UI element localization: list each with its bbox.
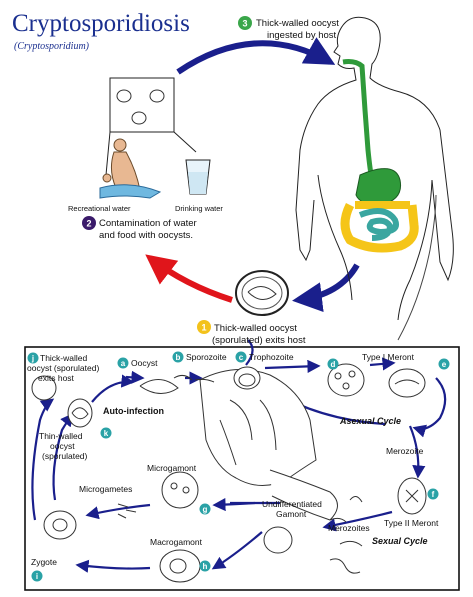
macrogamont-label: Macrogamont [150,537,203,547]
stage-d-badge [327,358,339,370]
stage-e-badge [438,358,450,370]
step-1-number: 1 [201,323,206,333]
merozoites-label: Merozoites [328,523,370,533]
asexual-cycle-label: Asexual Cycle [339,416,401,426]
cycle-arrows [31,194,447,573]
stage-sketches [31,363,427,583]
stage-j-letter: j [31,354,34,363]
step-3-number: 3 [242,19,247,29]
stage-a-label: Oocyst [131,358,158,368]
stage-b-letter: b [176,353,181,362]
stage-b-badge [172,351,184,363]
step-1-line2: (sporulated) exits host [212,335,306,346]
undifferentiated-line2: Gamont [276,509,307,519]
stage-g-letter: g [203,505,208,514]
stage-k-line1: Thin-walled [39,431,83,441]
stage-c-label: Trophozoite [249,352,294,362]
zygote-label: Zygote [31,557,57,567]
microgamont-label: Microgamont [147,463,197,473]
step-2-line1: Contamination of water [99,218,197,229]
water-scene [99,77,211,199]
page-title: Cryptosporidiosis [12,10,190,37]
thick-walled-oocyst [235,270,289,316]
stage-c-letter: c [239,353,244,362]
arrow-exits-host [292,263,360,313]
human-silhouette [295,16,454,321]
recreational-water-label: Recreational water [68,204,131,213]
step-2-badge [82,216,96,230]
stage-j-line3: exits host [38,373,75,383]
step-2-line2: and food with oocysts. [99,230,193,241]
stage-e-letter: e [442,360,447,369]
step-3-line2: ingested by host [267,30,337,41]
sexual-cycle-label: Sexual Cycle [372,536,428,546]
stage-f-badge [427,488,439,500]
stage-k-line2: oocyst [50,441,75,451]
stage-i-letter: i [36,572,38,581]
stage-k-line3: (sporulated) [42,451,88,461]
stage-a-badge [117,357,129,369]
microgametes-label: Microgametes [79,484,132,494]
stage-k-badge [100,427,112,439]
stage-j-line1: Thick-walled [40,353,88,363]
stage-i-badge [31,570,43,582]
step-3-line1: Thick-walled oocyst [256,18,339,29]
stage-d-letter: d [331,360,336,369]
stage-c-badge [235,351,247,363]
stage-b-label: Sporozoite [186,352,227,362]
arrow-contamination [145,254,233,303]
epithelium-sketch [199,366,338,521]
stage-g-badge [199,503,211,515]
life-cycle-box [24,346,460,591]
stage-h-badge [199,560,211,572]
step-1-line1: Thick-walled oocyst [214,323,297,334]
drinking-water-label: Drinking water [175,204,223,213]
host-cycle-labels: 3 Thick-walled oocyst ingested by host R… [68,16,339,346]
auto-infection-label: Auto-infection [103,406,164,416]
page-subtitle: (Cryptosporidium) [14,41,89,52]
life-cycle-labels: j Thick-walled oocyst (sporulated) exits… [27,351,450,582]
step-1-badge [197,320,211,334]
stage-a-letter: a [121,359,126,368]
arrow-to-host [176,37,336,75]
type-ii-meront-label: Type II Meront [384,518,439,528]
stage-j-line2: oocyst (sporulated) [27,363,99,373]
stage-k-letter: k [104,429,109,438]
digestive-tract [340,59,419,253]
stage-f-letter: f [432,490,435,499]
merozoite-label: Merozoite [386,446,424,456]
undifferentiated-line1: Undifferentiated [262,499,322,509]
stage-d-label: Type I Meront [362,352,415,362]
step-2-number: 2 [86,219,91,229]
step-3-badge [238,16,252,30]
stage-j-badge [27,352,39,364]
stage-h-letter: h [203,562,208,571]
